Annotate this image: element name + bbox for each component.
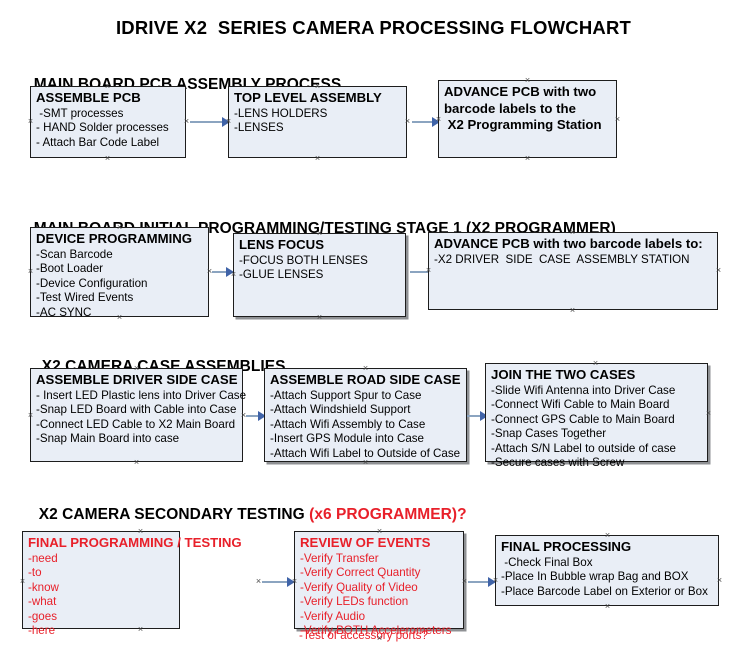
box-line: -Verify Quality of Video [300, 580, 418, 594]
box-advance-pcb-1[interactable]: ADVANCE PCB with two barcode labels to t… [438, 80, 617, 158]
section-header-4-text: X2 CAMERA SECONDARY TESTING [38, 506, 310, 523]
box-line: -Attach Support Spur to Case [270, 388, 422, 402]
arrow-head [480, 411, 488, 421]
box-line: -Verify Correct Quantity [300, 566, 421, 580]
arrow-shaft [262, 581, 288, 583]
section-header-4-accent: (x6 PROGRAMMER)? [309, 506, 467, 523]
box-title: ASSEMBLE DRIVER SIDE CASE [36, 372, 238, 387]
box-advance-pcb-2[interactable]: ADVANCE PCB with two barcode labels to: … [428, 232, 718, 310]
box-line: -Snap LED Board with Cable into Case [36, 403, 237, 417]
box-line: -Check Final Box [501, 555, 593, 569]
box-line: -know [28, 580, 59, 594]
box-line: -Attach Wifi Label to Outside of Case [270, 446, 461, 460]
box-line: -GLUE LENSES [239, 268, 324, 282]
box-line: -need [28, 551, 58, 565]
box-line: -goes [28, 609, 58, 623]
box-line: -Slide Wifi Antenna into Driver Case [491, 383, 676, 397]
arrow-shaft [412, 121, 433, 123]
box-line: - HAND Solder processes [36, 121, 169, 135]
box-title: LENS FOCUS [239, 237, 324, 252]
connector-arrow [467, 411, 488, 421]
arrow-head [432, 117, 440, 127]
box-assemble-road-side-case[interactable]: ASSEMBLE ROAD SIDE CASE -Attach Support … [264, 368, 467, 462]
box-device-programming[interactable]: DEVICE PROGRAMMING -Scan Barcode -Boot L… [30, 227, 209, 319]
box-line: -SMT processes [36, 106, 124, 120]
box-final-processing[interactable]: FINAL PROCESSING -Check Final Box -Place… [495, 535, 719, 606]
arrow-shaft [246, 415, 259, 417]
arrow-shaft [212, 271, 227, 273]
box-title: JOIN THE TWO CASES [491, 367, 636, 382]
box-line: -Connect GPS Cable to Main Board [491, 412, 675, 426]
box-line: -Verify BOTH Accelerometers [300, 624, 452, 638]
connector-arrow [468, 577, 496, 587]
box-line: -X2 DRIVER SIDE CASE ASSEMBLY STATION [434, 252, 690, 266]
box-lens-focus[interactable]: LENS FOCUS -FOCUS BOTH LENSES -GLUE LENS… [233, 233, 406, 317]
box-line: -Verify LEDs function [300, 595, 409, 609]
box-line: -Boot Loader [36, 262, 104, 276]
arrow-head [287, 577, 295, 587]
selection-handle[interactable] [255, 578, 262, 585]
box-title: ADVANCE PCB with two barcode labels to: [434, 236, 703, 251]
box-assemble-driver-side-case[interactable]: ASSEMBLE DRIVER SIDE CASE - Insert LED P… [30, 368, 247, 462]
arrow-head [226, 267, 234, 277]
box-line: -Scan Barcode [36, 247, 113, 261]
box-line: -Snap Cases Together [491, 427, 607, 441]
connector-arrow [212, 267, 234, 277]
connector-arrow [190, 117, 230, 127]
box-line: -LENSES [234, 121, 284, 135]
box-title: FINAL PROCESSING [501, 539, 632, 554]
box-line: -Attach Windshield Support [270, 403, 411, 417]
box-line: -Connect Wifi Cable to Main Board [491, 398, 670, 412]
box-title: ASSEMBLE PCB [36, 90, 141, 105]
connector-arrow [262, 577, 295, 587]
box-assemble-pcb[interactable]: ASSEMBLE PCB -SMT processes - HAND Solde… [30, 86, 186, 158]
box-line: -here [28, 624, 56, 638]
arrow-shaft [410, 271, 431, 273]
box-overflow-line: -Test of accessory ports? [299, 629, 428, 642]
box-line: -LENS HOLDERS [234, 106, 328, 120]
box-title: TOP LEVEL ASSEMBLY [234, 90, 382, 105]
page-title: IDRIVE X2 SERIES CAMERA PROCESSING FLOWC… [115, 17, 632, 38]
box-line: -FOCUS BOTH LENSES [239, 253, 368, 267]
box-line: -Device Configuration [36, 276, 148, 290]
connector-arrow [246, 411, 266, 421]
box-join-the-two-cases[interactable]: JOIN THE TWO CASES -Slide Wifi Antenna i… [485, 363, 708, 469]
box-line: -Snap Main Board into case [36, 432, 180, 446]
box-line: -Attach S/N Label to outside of case [491, 441, 676, 455]
box-line: -Insert GPS Module into Case [270, 432, 425, 446]
box-line: - Insert LED Plastic lens into Driver Ca… [36, 388, 247, 402]
box-line: -Place In Bubble wrap Bag and BOX [501, 570, 689, 584]
box-line: -Verify Audio [300, 609, 366, 623]
box-line: - Attach Bar Code Label [36, 135, 160, 149]
box-title-line3: X2 Programming Station [444, 117, 602, 132]
arrow-head [258, 411, 266, 421]
box-line: -to [28, 566, 42, 580]
box-title-line2: barcode labels to the [444, 100, 576, 116]
box-review-of-events[interactable]: REVIEW OF EVENTS -Verify Transfer -Verif… [294, 531, 464, 637]
box-line: -Attach Wifi Assembly to Case [270, 417, 426, 431]
box-line: -what [28, 595, 57, 609]
section-header-4: X2 CAMERA SECONDARY TESTING (x6 PROGRAMM… [30, 488, 467, 524]
box-title: ASSEMBLE ROAD SIDE CASE [270, 372, 461, 387]
arrow-shaft [468, 581, 489, 583]
box-title: FINAL PROGRAMMING / TESTING [28, 535, 242, 550]
box-line: -Test Wired Events [36, 291, 134, 305]
connector-arrow [412, 117, 440, 127]
box-title: REVIEW OF EVENTS [300, 535, 431, 550]
box-line: -Verify Transfer [300, 551, 379, 565]
arrow-shaft [467, 415, 481, 417]
box-line: -Secure cases with Screw [491, 456, 625, 470]
box-top-level-assembly[interactable]: TOP LEVEL ASSEMBLY -LENS HOLDERS -LENSES [228, 86, 407, 158]
arrow-shaft [190, 121, 223, 123]
box-line: -Place Barcode Label on Exterior or Box [501, 584, 708, 598]
box-title: DEVICE PROGRAMMING [36, 231, 193, 246]
box-title: ADVANCE PCB with two [444, 84, 597, 99]
arrow-head [222, 117, 230, 127]
box-line: -AC SYNC [36, 305, 92, 319]
box-final-programming-testing[interactable]: FINAL PROGRAMMING / TESTING -need -to -k… [22, 531, 242, 637]
box-line: -Connect LED Cable to X2 Main Board [36, 417, 236, 431]
arrow-head [488, 577, 496, 587]
